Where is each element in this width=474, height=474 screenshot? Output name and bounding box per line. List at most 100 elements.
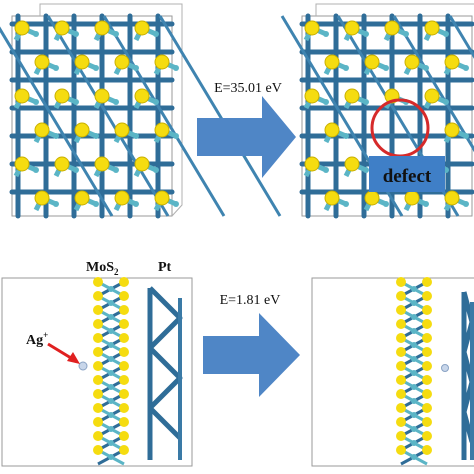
sulfur-atom bbox=[119, 445, 129, 455]
sulfur-atom bbox=[93, 319, 103, 329]
sulfur-atom bbox=[114, 122, 130, 138]
sulfur-atom bbox=[93, 305, 103, 315]
mo-atom bbox=[133, 65, 139, 71]
sulfur-atom bbox=[119, 277, 129, 287]
sulfur-atom bbox=[422, 431, 432, 441]
sulfur-atom bbox=[422, 417, 432, 427]
sulfur-atom bbox=[444, 190, 460, 206]
sulfur-atom bbox=[422, 305, 432, 315]
sulfur-atom bbox=[93, 347, 103, 357]
sulfur-atom bbox=[34, 54, 50, 70]
sulfur-atom bbox=[54, 88, 70, 104]
sulfur-atom bbox=[94, 20, 110, 36]
bottom-process-arrow: E=1.81 eV bbox=[203, 293, 300, 397]
sulfur-atom bbox=[93, 375, 103, 385]
simulation-box-top-left bbox=[11, 15, 173, 217]
bond bbox=[392, 15, 474, 153]
sulfur-atom bbox=[404, 190, 420, 206]
ag-ion bbox=[441, 364, 449, 372]
sulfur-atom bbox=[134, 20, 150, 36]
sulfur-atom bbox=[444, 54, 460, 70]
mo-atom bbox=[411, 328, 417, 334]
sulfur-atom bbox=[422, 375, 432, 385]
sulfur-atom bbox=[94, 156, 110, 172]
mo-atom bbox=[108, 328, 114, 334]
sulfur-atom bbox=[344, 88, 360, 104]
mo-atom bbox=[108, 342, 114, 348]
mo-atom bbox=[411, 300, 417, 306]
defected-lattice-panel: defect bbox=[280, 3, 474, 219]
sulfur-atom bbox=[119, 305, 129, 315]
sulfur-atom bbox=[304, 88, 320, 104]
mo-atom bbox=[108, 384, 114, 390]
bond bbox=[46, 15, 170, 217]
sulfur-atom bbox=[119, 389, 129, 399]
bond bbox=[0, 26, 114, 217]
sulfur-atom bbox=[396, 319, 406, 329]
mo-atom bbox=[411, 454, 417, 460]
mo-atom bbox=[323, 167, 329, 173]
sulfur-atom bbox=[422, 347, 432, 357]
sulfur-atom bbox=[384, 20, 400, 36]
sulfur-atom bbox=[396, 291, 406, 301]
sulfur-atom bbox=[93, 403, 103, 413]
mo-atom bbox=[108, 314, 114, 320]
sulfur-atom bbox=[119, 319, 129, 329]
sulfur-atom bbox=[119, 417, 129, 427]
mo-atom bbox=[411, 440, 417, 446]
sulfur-atom bbox=[119, 291, 129, 301]
sulfur-atom bbox=[396, 431, 406, 441]
sulfur-atom bbox=[324, 54, 340, 70]
mo-atom bbox=[463, 201, 469, 207]
mo-atom bbox=[173, 65, 179, 71]
sulfur-atom bbox=[422, 389, 432, 399]
mo-atom bbox=[411, 356, 417, 362]
sulfur-atom bbox=[54, 20, 70, 36]
mo-atom bbox=[423, 201, 429, 207]
defect-label: defect bbox=[383, 166, 432, 187]
mo-atom bbox=[113, 99, 119, 105]
lattice-atoms bbox=[13, 20, 179, 212]
sulfur-atom bbox=[304, 20, 320, 36]
mo-atom bbox=[411, 426, 417, 432]
sulfur-atom bbox=[396, 403, 406, 413]
sulfur-atom bbox=[119, 375, 129, 385]
final-side-view-panel bbox=[311, 277, 474, 467]
mo-atom bbox=[73, 167, 79, 173]
sulfur-atom bbox=[93, 431, 103, 441]
pristine-lattice-panel bbox=[0, 3, 282, 219]
mo-atom bbox=[363, 99, 369, 105]
bond bbox=[102, 15, 226, 217]
sulfur-atom bbox=[396, 417, 406, 427]
sulfur-atom bbox=[119, 431, 129, 441]
mo-atom bbox=[403, 31, 409, 37]
mos2-layer-side bbox=[93, 277, 129, 466]
sulfur-atom bbox=[134, 88, 150, 104]
sulfur-atom bbox=[422, 319, 432, 329]
mo-atom bbox=[53, 133, 59, 139]
sulfur-atom bbox=[324, 122, 340, 138]
sulfur-atom bbox=[344, 20, 360, 36]
mo-atom bbox=[443, 99, 449, 105]
bottom-energy-label: E=1.81 eV bbox=[220, 293, 281, 308]
mo-atom bbox=[93, 65, 99, 71]
sulfur-atom bbox=[422, 403, 432, 413]
sulfur-atom bbox=[74, 122, 90, 138]
pt-electrode-side bbox=[461, 291, 474, 460]
sulfur-atom bbox=[422, 291, 432, 301]
bond bbox=[158, 15, 282, 217]
sulfur-atom bbox=[396, 277, 406, 287]
mo-atom bbox=[108, 440, 114, 446]
sulfur-atom bbox=[424, 20, 440, 36]
mo-atom bbox=[343, 65, 349, 71]
red-pointer-arrow-icon bbox=[47, 342, 72, 360]
sulfur-atom bbox=[304, 156, 320, 172]
mo-atom bbox=[33, 99, 39, 105]
sulfur-atom bbox=[93, 333, 103, 343]
sulfur-atom bbox=[444, 122, 460, 138]
sulfur-atom bbox=[14, 156, 30, 172]
mo-atom bbox=[411, 412, 417, 418]
sulfur-atom bbox=[154, 54, 170, 70]
ag-ion-label: Ag+ bbox=[26, 330, 48, 348]
mo-atom bbox=[463, 65, 469, 71]
